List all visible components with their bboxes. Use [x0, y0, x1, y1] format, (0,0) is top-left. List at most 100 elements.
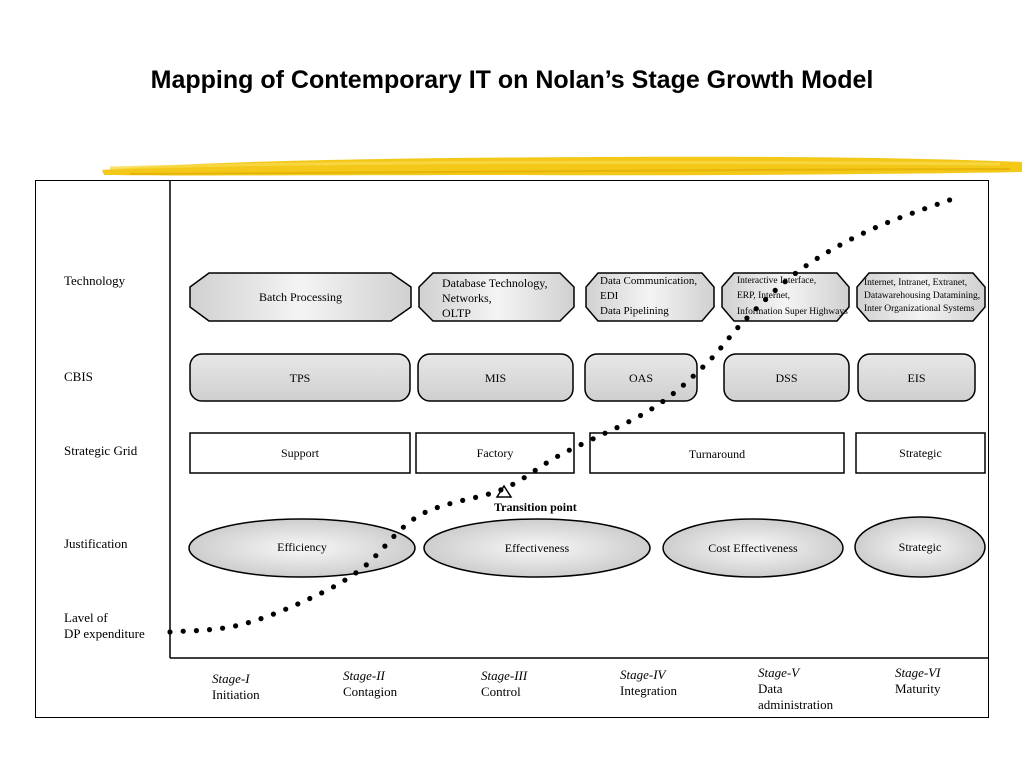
tech-label-dc-line2: EDI: [600, 290, 619, 302]
justification-ellipse-cost-effectiveness: [662, 518, 844, 578]
tech-label-dc-line1: Data Communication,: [600, 275, 698, 287]
row-label-justification: Justification: [64, 536, 128, 551]
s-curve-dot-21: [411, 516, 417, 522]
s-curve-dot-39: [626, 419, 632, 425]
grid-label-strategic: Strategic: [899, 446, 942, 460]
transition-point-label: Transition point: [494, 500, 577, 514]
s-curve-dot-46: [700, 364, 706, 370]
row-label-strategic-grid: Strategic Grid: [64, 443, 138, 458]
justification-ellipse-effectiveness: [423, 518, 651, 578]
row-label-technology: Technology: [64, 273, 126, 288]
s-curve-dot-29: [510, 481, 516, 487]
s-curve-dot-25: [460, 497, 466, 503]
tech-label-ii-line1: Interactive Interface,: [737, 276, 817, 286]
stage-4-desc: Integration: [620, 683, 678, 698]
stage-3-name: Stage-III: [481, 668, 528, 683]
cbis-label-mis: MIS: [484, 371, 507, 385]
s-curve-dot-40: [637, 412, 644, 419]
tech-label-batch: Batch Processing: [259, 290, 342, 304]
s-curve-dot-54: [772, 287, 778, 293]
s-curve-dot-20: [400, 524, 406, 530]
cbis-box-eis: [857, 353, 976, 402]
justification-ellipse-strategic: [854, 516, 986, 578]
s-curve-dot-3: [206, 627, 213, 633]
s-curve-dot-68: [934, 201, 940, 207]
tech-label-ii-line3: Information Super Highways: [737, 307, 848, 317]
tech-box-datacomm: [585, 272, 715, 322]
s-curve-dot-48: [718, 345, 724, 351]
s-curve-dot-43: [670, 390, 676, 397]
stage-6-desc: Maturity: [895, 681, 941, 696]
s-curve-dot-37: [602, 430, 608, 436]
s-curve-dot-52: [753, 306, 759, 312]
grid-label-support: Support: [280, 446, 319, 460]
s-curve-dot-69: [947, 197, 953, 203]
cbis-label-tps: TPS: [289, 371, 311, 385]
stage-4-name: Stage-IV: [620, 667, 666, 682]
justification-label-effectiveness: Effectiveness: [504, 541, 570, 555]
s-curve-dot-51: [744, 315, 750, 321]
s-curve-dot-61: [849, 236, 855, 242]
s-curve-dot-35: [578, 441, 584, 448]
stage-5-desc-line2: administration: [758, 697, 834, 712]
highlight-brush-stroke: [102, 156, 1022, 176]
row-label-cbis: CBIS: [64, 369, 93, 384]
tech-label-db-line2: Networks,: [442, 291, 492, 305]
s-curve-dot-8: [270, 611, 276, 617]
s-curve-dot-58: [814, 255, 820, 261]
s-curve-dot-26: [473, 494, 479, 500]
s-curve-dot-60: [837, 242, 843, 248]
stage-2-name: Stage-II: [343, 668, 385, 683]
s-curve-dot-5: [233, 623, 239, 629]
cbis-label-oas: OAS: [628, 371, 653, 385]
s-curve-dot-17: [373, 553, 379, 559]
s-curve-dot-13: [330, 584, 337, 590]
s-curve-dotted-line: [167, 197, 953, 635]
s-curve-dot-47: [709, 355, 715, 361]
tech-label-db-line1: Database Technology,: [442, 276, 548, 290]
s-curve-dot-45: [690, 373, 696, 379]
s-curve-dot-36: [590, 436, 596, 442]
grid-label-turnaround: Turnaround: [688, 447, 746, 461]
s-curve-dot-6: [245, 620, 251, 626]
diagram-frame: [35, 180, 989, 718]
row-label-expenditure-line1: Lavel of: [64, 610, 108, 625]
justification-label-efficiency: Efficiency: [277, 540, 327, 554]
s-curve-dot-22: [422, 509, 428, 515]
justification-label-cost-effectiveness: Cost Effectiveness: [708, 541, 798, 555]
slide-title: Mapping of Contemporary IT on Nolan’s St…: [150, 66, 874, 94]
cbis-label-eis: EIS: [907, 371, 926, 385]
cbis-box-tps: [189, 353, 411, 402]
s-curve-dot-14: [342, 577, 348, 583]
justification-ellipse-efficiency: [188, 518, 416, 578]
s-curve-dot-44: [680, 382, 687, 388]
tech-box-batch: [189, 272, 412, 322]
grid-box-support: [189, 432, 411, 474]
s-curve-dot-67: [922, 206, 928, 212]
tech-label-ii-line2: ERP, Internet,: [737, 291, 791, 301]
s-curve-dot-53: [763, 296, 769, 303]
stage-1-desc: Initiation: [212, 687, 260, 702]
s-curve-dot-34: [566, 447, 572, 453]
stage-5-name: Stage-V: [758, 665, 800, 680]
s-curve-dot-62: [860, 230, 867, 236]
stage-3-desc: Control: [481, 684, 521, 699]
justification-label-strategic: Strategic: [898, 540, 942, 554]
s-curve-dot-0: [167, 629, 173, 635]
s-curve-dot-27: [485, 491, 491, 497]
s-curve-dot-31: [532, 467, 538, 473]
s-curve-dot-41: [649, 406, 655, 412]
s-curve-dot-23: [434, 504, 440, 511]
s-curve-dot-50: [735, 325, 741, 331]
stage-2-desc: Contagion: [343, 684, 398, 699]
s-curve-dot-30: [521, 475, 527, 481]
grid-box-turnaround: [589, 432, 845, 474]
tech-label-db-line3: OLTP: [442, 306, 471, 320]
cbis-box-oas: [584, 353, 698, 402]
s-curve-dot-1: [180, 628, 186, 634]
s-curve-dot-63: [872, 225, 879, 231]
stage-1-name: Stage-I: [212, 671, 250, 686]
tech-label-in-line2: Datawarehousing Datamining,: [864, 291, 981, 301]
tech-label-dc-line3: Data Pipelining: [600, 305, 669, 317]
